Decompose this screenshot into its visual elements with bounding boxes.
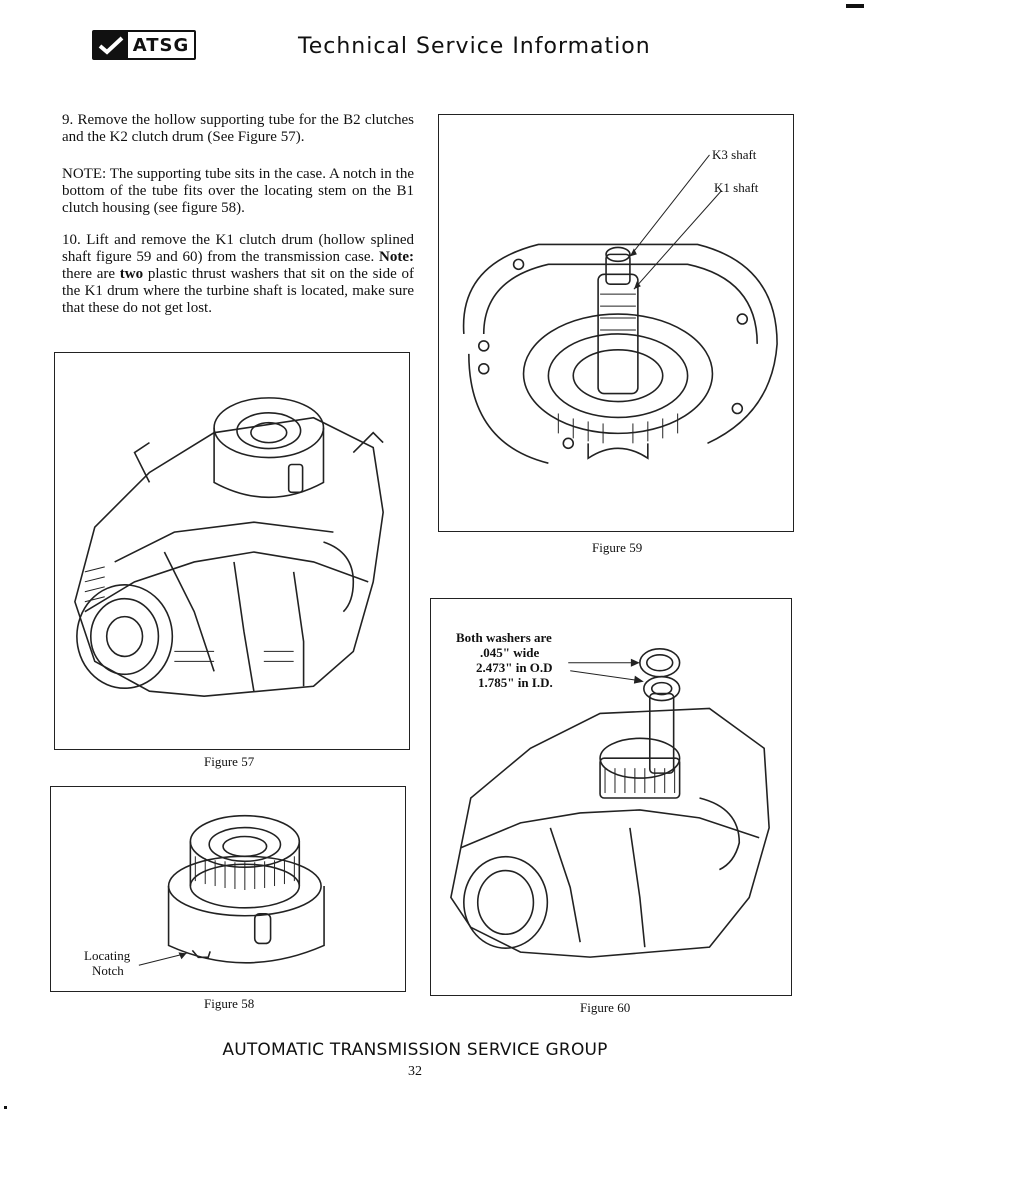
thrust-washers-illustration bbox=[450, 648, 770, 958]
figure-57-box bbox=[54, 352, 410, 750]
logo-text: ATSG bbox=[132, 34, 190, 56]
margin-mark bbox=[4, 1106, 7, 1109]
figure-58-box bbox=[50, 786, 406, 992]
page-title: Technical Service Information bbox=[298, 34, 651, 59]
step-9-text: 9. Remove the hollow supporting tube for… bbox=[62, 112, 414, 145]
support-tube-illustration bbox=[138, 814, 325, 966]
step-10-block: 10. Lift and remove the K1 clutch drum (… bbox=[62, 232, 414, 317]
transmission-case-illustration bbox=[74, 397, 384, 697]
figure-59-caption: Figure 59 bbox=[592, 540, 643, 555]
figure-57-caption: Figure 57 bbox=[204, 754, 255, 769]
step-10-note-b: plastic thrust washers that sit on the s… bbox=[62, 266, 414, 316]
step-10-note-a: there are bbox=[62, 266, 120, 282]
washer-spec-line-3: 2.473" in O.D bbox=[476, 660, 553, 675]
figure-60-box bbox=[430, 598, 792, 996]
locating-notch-label: Locating Notch bbox=[84, 948, 131, 978]
washer-spec-line-4: 1.785" in I.D. bbox=[478, 675, 553, 690]
step-10-note-label: Note: bbox=[379, 249, 415, 265]
washer-spec-line-1: Both washers are bbox=[456, 630, 552, 645]
figure-60-caption: Figure 60 bbox=[580, 1000, 631, 1015]
check-flag-icon bbox=[94, 32, 128, 58]
k1-shaft-label: K1 shaft bbox=[714, 180, 759, 195]
figure-58-caption: Figure 58 bbox=[204, 996, 255, 1011]
step-10-text: 10. Lift and remove the K1 clutch drum (… bbox=[62, 232, 414, 265]
page-number: 32 bbox=[408, 1064, 422, 1079]
note-text: NOTE: The supporting tube sits in the ca… bbox=[62, 166, 414, 216]
step-10-note-emph: two bbox=[119, 266, 144, 282]
k1-k3-shaft-illustration bbox=[462, 154, 778, 464]
k3-shaft-label: K3 shaft bbox=[712, 147, 757, 162]
footer-org: AUTOMATIC TRANSMISSION SERVICE GROUP bbox=[222, 1040, 608, 1060]
washer-spec-line-2: .045" wide bbox=[480, 645, 540, 660]
corner-mark bbox=[846, 4, 864, 8]
figure-59-box bbox=[438, 114, 794, 532]
atsg-logo: ATSG bbox=[92, 30, 196, 60]
